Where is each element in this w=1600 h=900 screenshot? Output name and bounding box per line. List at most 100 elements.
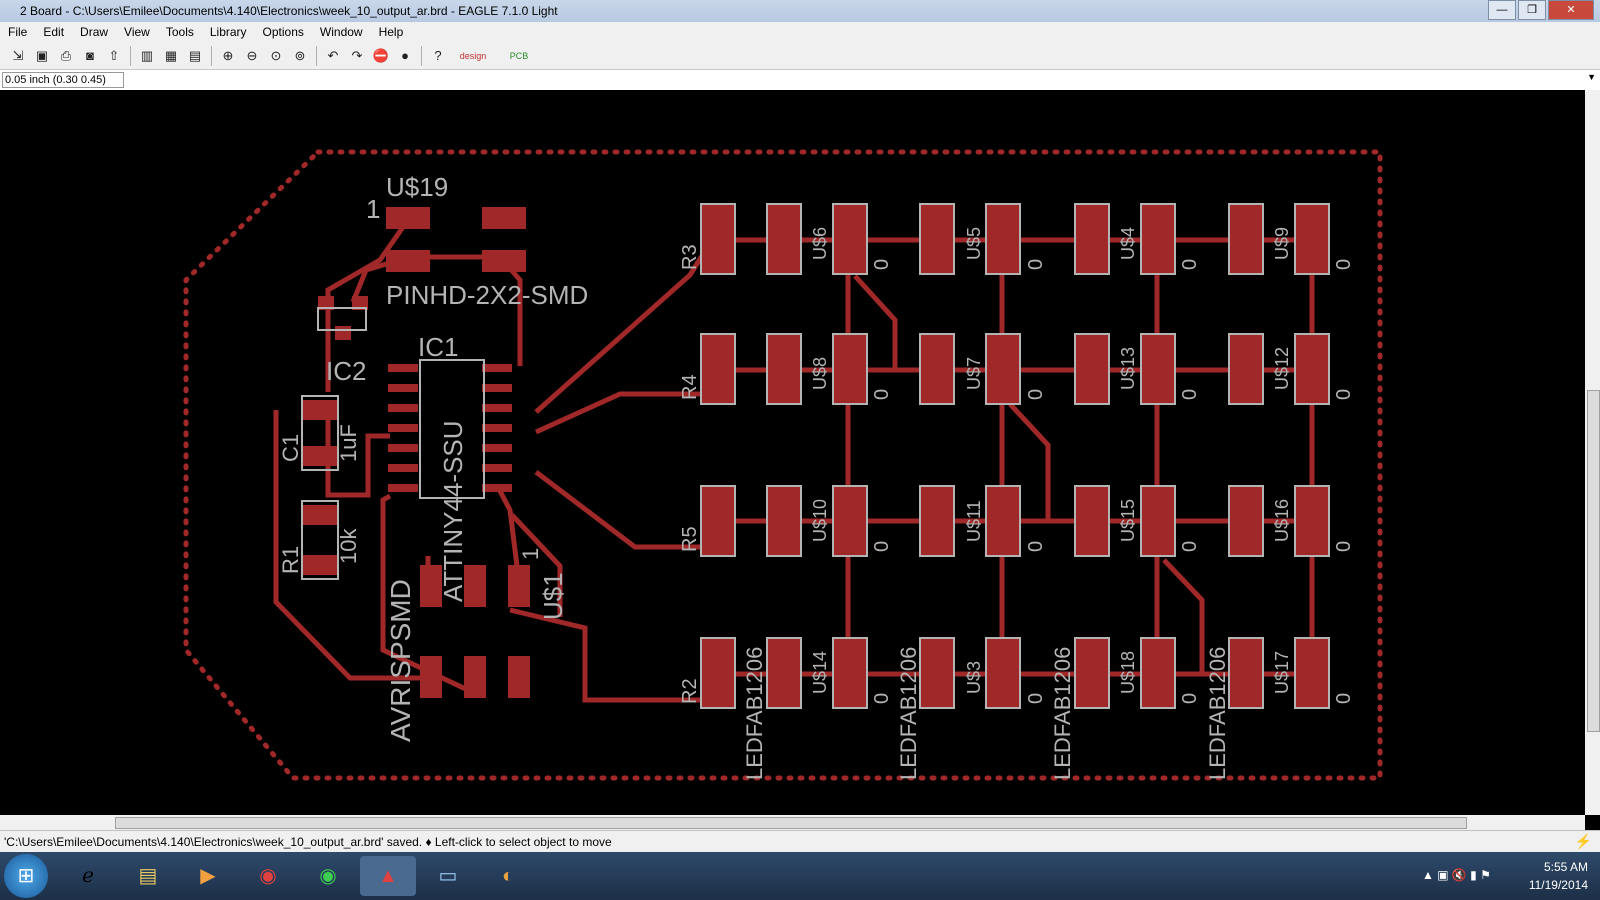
outlines-left — [301, 307, 485, 580]
close-button[interactable]: ✕ — [1548, 0, 1594, 20]
clock-date: 11/19/2014 — [1528, 878, 1588, 892]
pad — [388, 384, 418, 392]
label-c1-value: 1uF — [336, 424, 361, 462]
pad — [1228, 637, 1264, 709]
label-attiny: ATTINY44-SSU — [438, 420, 468, 602]
spotify-icon[interactable]: ◉ — [319, 865, 337, 887]
board-canvas[interactable]: U$19 1 PINHD-2X2-SMD IC2 IC1 ATTINY44-SS… — [0, 90, 1585, 815]
led-id: U$13 — [1118, 347, 1138, 390]
zoom-fit-icon[interactable]: ▤ — [188, 47, 202, 63]
display-icon[interactable]: ▦ — [164, 47, 178, 63]
eagle-icon[interactable]: ▲ — [360, 856, 416, 896]
pad — [985, 333, 1021, 405]
pad — [832, 333, 868, 405]
label-zero: 0 — [1025, 259, 1047, 270]
pad — [420, 565, 442, 607]
menu-edit[interactable]: Edit — [43, 25, 65, 39]
trace — [534, 391, 712, 435]
menu-view[interactable]: View — [124, 25, 150, 39]
led-id: U$15 — [1118, 499, 1138, 542]
chrome-icon[interactable]: ◉ — [259, 865, 277, 887]
minimize-button[interactable]: — — [1488, 0, 1516, 20]
tray-icons[interactable]: ▲ ▣ 🔇 ▮ ⚑ — [1422, 868, 1491, 882]
undo-icon[interactable]: ↶ — [327, 47, 339, 63]
trace — [534, 470, 712, 550]
pad — [302, 555, 338, 575]
explorer-icon[interactable]: ▤ — [138, 865, 158, 887]
maximize-button[interactable]: ❐ — [1518, 0, 1546, 20]
menu-help[interactable]: Help — [378, 25, 404, 39]
pad — [482, 384, 512, 392]
horizontal-scroll-thumb[interactable] — [115, 817, 1467, 829]
open-icon[interactable]: ⇲ — [12, 47, 24, 63]
up-icon[interactable]: ⇧ — [108, 47, 120, 63]
zoom-in-icon[interactable]: ⊕ — [222, 47, 234, 63]
label-r2: R2 — [679, 678, 701, 704]
pad — [1140, 485, 1176, 557]
screen-icon[interactable]: ▭ — [438, 865, 458, 887]
layers-icon[interactable]: ▥ — [140, 47, 154, 63]
ie-icon[interactable]: ℯ — [82, 865, 94, 887]
pad — [766, 203, 802, 275]
help-icon[interactable]: ? — [434, 47, 442, 63]
zoom-select-icon[interactable]: ⊙ — [270, 47, 282, 63]
menu-draw[interactable]: Draw — [80, 25, 109, 39]
toolbar-separator — [316, 45, 317, 66]
menu-window[interactable]: Window — [319, 25, 363, 39]
save-icon[interactable]: ▣ — [35, 47, 49, 63]
label-zero: 0 — [1025, 693, 1047, 704]
stop-icon[interactable]: ⛔ — [372, 47, 390, 63]
zoom-out-icon[interactable]: ⊖ — [246, 47, 258, 63]
pcb-quote-button[interactable]: PCB QUOTE — [503, 50, 535, 81]
horizontal-scrollbar[interactable] — [0, 815, 1585, 830]
clock[interactable]: 5:55 AM 11/19/2014 — [1529, 858, 1588, 894]
vertical-scrollbar[interactable] — [1585, 90, 1600, 815]
pad — [766, 637, 802, 709]
vertical-scroll-thumb[interactable] — [1587, 390, 1600, 732]
led-matrix — [700, 203, 1330, 709]
start-button[interactable]: ⊞ — [4, 854, 48, 898]
led-id: U$18 — [1118, 651, 1138, 694]
trace — [325, 215, 413, 392]
pad — [1140, 333, 1176, 405]
label-r1: R1 — [278, 546, 303, 574]
print-icon[interactable]: ⎙ — [60, 47, 72, 63]
pad — [420, 656, 442, 698]
component-outline — [301, 500, 339, 580]
label-u1: U$1 — [538, 572, 568, 620]
cam-icon[interactable]: ◙ — [86, 47, 94, 63]
label-zero: 0 — [1179, 541, 1201, 552]
pad — [985, 203, 1021, 275]
designlink-button[interactable]: design link — [459, 50, 487, 81]
command-input[interactable] — [126, 72, 1596, 86]
zoom-previous-icon[interactable]: ⊚ — [294, 47, 306, 63]
label-avrisp: AVRISPSMD — [385, 579, 416, 742]
menu-file[interactable]: File — [8, 25, 28, 39]
menu-options[interactable]: Options — [262, 25, 304, 39]
command-history-dropdown[interactable]: ▼ — [1587, 72, 1596, 82]
pad — [482, 484, 512, 492]
label-zero: 0 — [871, 541, 893, 552]
pads-left — [302, 207, 530, 698]
taskbar: ⊞ ℯ ▤ ▶ ◉ ◉ ▲ ▭ ◐ ▲ ▣ 🔇 ▮ ⚑ 5:55 AM 11/1… — [0, 852, 1600, 900]
led-row — [700, 637, 1330, 709]
pad — [700, 333, 736, 405]
media-player-icon[interactable]: ▶ — [200, 865, 216, 887]
menu-library[interactable]: Library — [209, 25, 247, 39]
pad — [508, 565, 530, 607]
trace — [1008, 402, 1051, 521]
paint-icon[interactable]: ◐ — [501, 865, 515, 887]
led-id: U$4 — [1118, 227, 1138, 260]
led-id: U$12 — [1272, 347, 1292, 390]
toolbar-separator — [211, 45, 212, 66]
go-icon[interactable]: ● — [401, 47, 409, 63]
menu-bar: File Edit Draw View Tools Library Option… — [0, 22, 1600, 42]
pad — [1074, 485, 1110, 557]
pad — [388, 484, 418, 492]
pad — [1074, 333, 1110, 405]
redo-icon[interactable]: ↷ — [351, 47, 363, 63]
led-id: U$6 — [810, 227, 830, 260]
pad — [464, 656, 486, 698]
trace-group — [273, 215, 1315, 703]
menu-tools[interactable]: Tools — [165, 25, 194, 39]
